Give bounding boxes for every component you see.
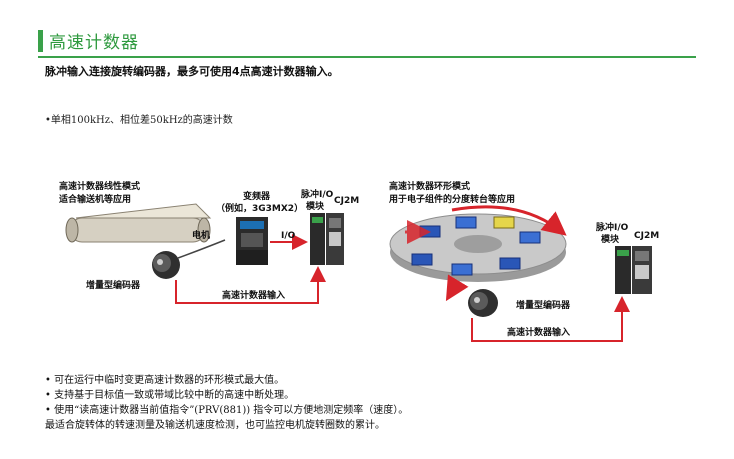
motor-label: 电机 [192,231,211,241]
ring-pulse-module-label: 脉冲I/O [596,223,629,233]
inverter [236,217,268,265]
linear-mode-subtitle: 适合输送机等应用 [59,195,132,205]
encoder-label: 增量型编码器 [86,281,141,291]
ring-encoder-label: 增量型编码器 [516,301,571,311]
encoder-ring [468,289,498,317]
plc-label: CJ2M [334,196,360,206]
io-label: I/O [281,231,296,241]
index-table [389,213,567,282]
ring-pulse-module-label-2: 模块 [601,235,620,245]
ring-mode-title: 高速计数器环形模式 [389,182,471,192]
spec-line: •单相100kHz、相位差50kHz的高速计数 [45,115,233,126]
linear-mode-title: 高速计数器线性模式 [59,182,141,192]
ring-hs-input-label: 高速计数器输入 [507,328,571,338]
ring-plc-label: CJ2M [634,231,660,241]
plc-ring [615,246,652,294]
inverter-model-label: （例如，3G3MX2） [216,204,304,214]
inverter-label: 变频器 [243,192,271,202]
note-item: • 可在运行中临时变更高速计数器的环形模式最大值。 [45,375,285,386]
pulse-module-label: 脉冲I/O [301,190,334,200]
page-title: 高速计数器 [49,33,139,53]
hs-input-label: 高速计数器输入 [222,291,286,301]
note-item: 最适合旋转体的转速测量及输送机速度检测，也可监控电机旋转圈数的累计。 [45,420,385,431]
encoder-linear [152,239,226,279]
conveyor [65,203,212,243]
plc-linear [310,213,344,265]
note-item: • 使用“读高速计数器当前值指令”(PRV(881)) 指令可以方便地测定频率（… [45,405,409,416]
note-item: • 支持基于目标值一致或带域比较中断的高速中断处理。 [45,390,295,401]
page-subtitle: 脉冲输入连接旋转编码器，最多可使用4点高速计数器输入。 [45,65,339,78]
title-accent-bar [38,30,43,52]
pulse-module-label-2: 模块 [306,202,325,212]
ring-mode-subtitle: 用于电子组件的分度转台等应用 [389,195,516,205]
title-underline [38,56,696,58]
notes-list: • 可在运行中临时变更高速计数器的环形模式最大值。 • 支持基于目标值一致或带域… [45,373,408,433]
